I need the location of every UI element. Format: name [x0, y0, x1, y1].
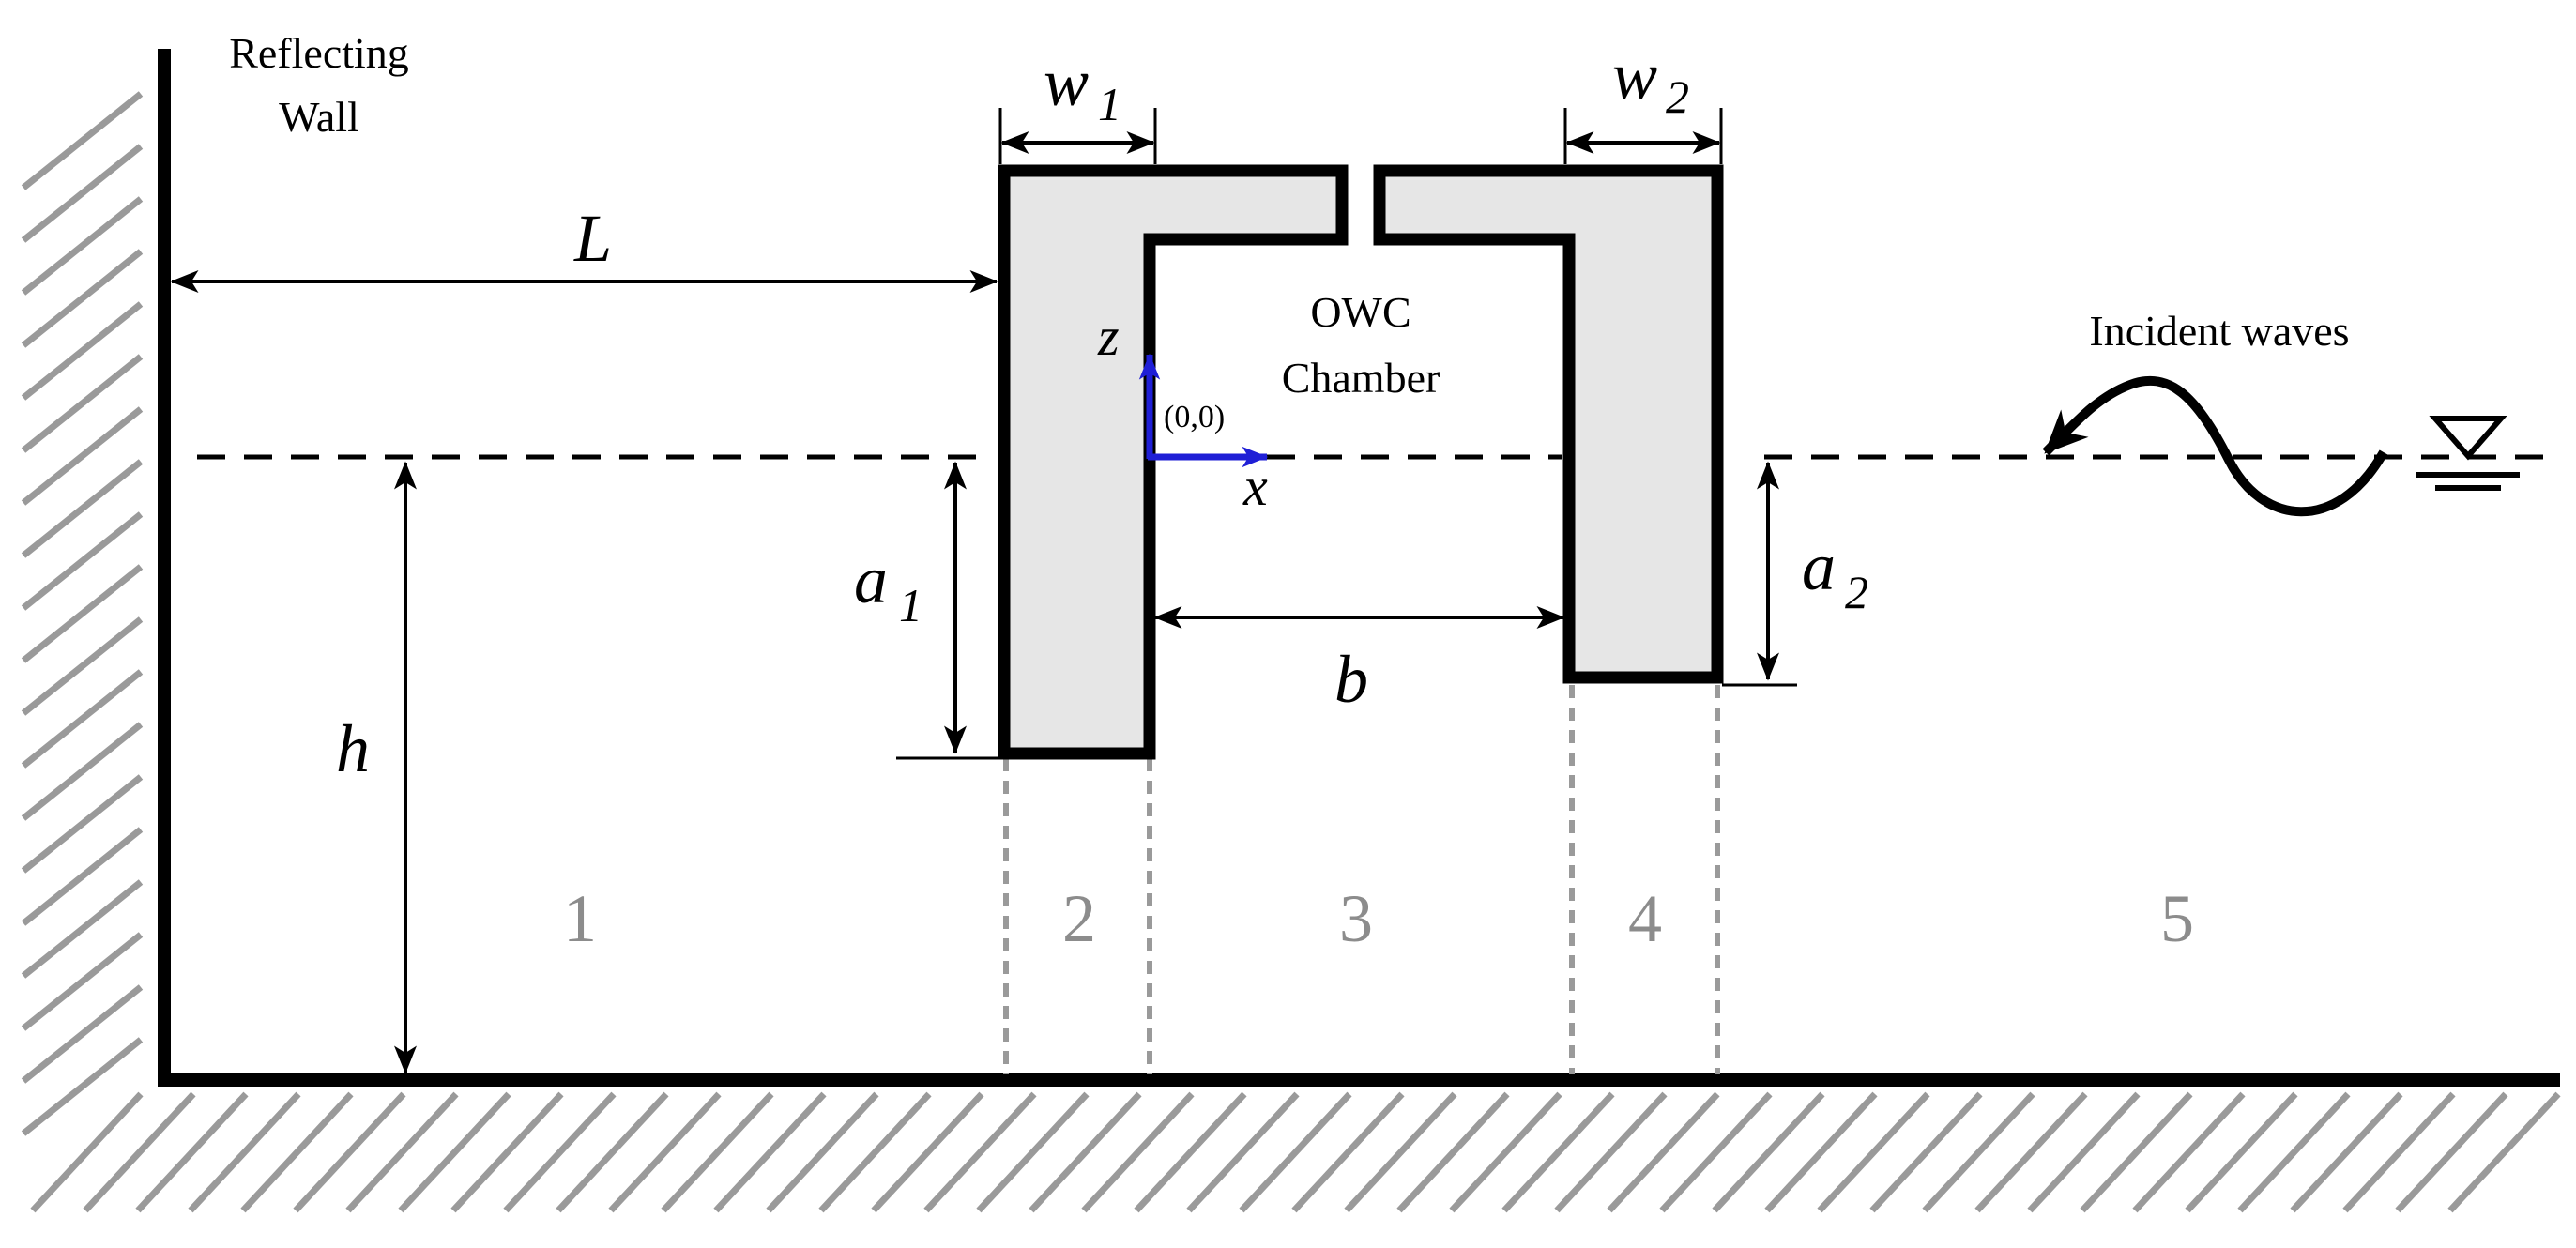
chamber-label-2: Chamber	[1282, 354, 1440, 402]
hatch-line	[1029, 1091, 1142, 1213]
region-5-label: 5	[2160, 881, 2194, 956]
hatch-line	[21, 301, 144, 401]
incident-waves-label: Incident waves	[2089, 307, 2349, 355]
hatch-line	[1134, 1091, 1247, 1213]
hatch-line	[21, 564, 144, 663]
hatch-line	[1712, 1091, 1825, 1213]
hatch-line	[21, 774, 144, 874]
hatch-line	[21, 196, 144, 296]
hatch-line	[21, 354, 144, 453]
reflecting-wall-label-2: Wall	[279, 93, 359, 141]
hatch-line	[1344, 1091, 1457, 1213]
hatch-line	[1081, 1091, 1195, 1213]
hatch-line	[661, 1091, 774, 1213]
hatch-line	[135, 1091, 249, 1213]
hatch-line	[21, 91, 144, 190]
hatch-line	[21, 406, 144, 506]
hatch-line	[1449, 1091, 1562, 1213]
region-3-label: 3	[1339, 881, 1373, 956]
hatch-line	[1974, 1091, 2088, 1213]
hatch-line	[923, 1091, 1037, 1213]
hatch-line	[21, 616, 144, 716]
hatch-line	[21, 932, 144, 1031]
hatch-line	[2290, 1091, 2403, 1213]
hatch-line	[2132, 1091, 2246, 1213]
hatch-line	[1817, 1091, 1930, 1213]
incident-wave-curve	[2042, 375, 2388, 517]
hatch-line	[240, 1091, 354, 1213]
hatch-line	[1186, 1091, 1300, 1213]
hatch-line	[976, 1091, 1090, 1213]
w2-subscript: 2	[1666, 70, 1689, 123]
h-label: h	[336, 711, 370, 786]
a2-label: a	[1802, 529, 1836, 604]
hatch-line	[1869, 1091, 1983, 1213]
w2-label: w	[1612, 38, 1657, 114]
hatch-line	[503, 1091, 617, 1213]
hatch-line	[2447, 1091, 2561, 1213]
hatch-line	[21, 1037, 144, 1136]
hatch-line	[21, 669, 144, 769]
hatch-line	[21, 459, 144, 558]
hatch-line	[188, 1091, 301, 1213]
hatch-line	[1764, 1091, 1878, 1213]
hatch-line	[21, 827, 144, 926]
x-axis-label: x	[1242, 456, 1268, 517]
hatch-line	[21, 144, 144, 243]
hatch-line	[2080, 1091, 2193, 1213]
hatch-line	[83, 1091, 196, 1213]
hatch-line	[21, 984, 144, 1084]
a2-subscript: 2	[1845, 566, 1868, 618]
region-2-label: 2	[1062, 881, 1096, 956]
hatch-line	[2395, 1091, 2508, 1213]
hatch-line	[1554, 1091, 1668, 1213]
hatch-line	[2027, 1091, 2141, 1213]
hatch-line	[21, 879, 144, 979]
w1-label: w	[1044, 45, 1089, 120]
hatch-line	[1922, 1091, 2035, 1213]
origin-label: (0,0)	[1164, 400, 1225, 434]
region-4-label: 4	[1628, 881, 1662, 956]
hatch-line	[1501, 1091, 1615, 1213]
reflecting-wall-label-1: Reflecting	[229, 29, 409, 77]
hatch-line	[1607, 1091, 1720, 1213]
hatch-line	[608, 1091, 722, 1213]
hatch-line	[21, 511, 144, 611]
hatch-line	[1396, 1091, 1510, 1213]
water-level-symbol	[2416, 416, 2520, 491]
hatch-line	[21, 722, 144, 821]
hatching	[21, 91, 2561, 1213]
a1-subscript: 1	[899, 579, 922, 632]
hatch-line	[1659, 1091, 1773, 1213]
chamber-label-1: OWC	[1310, 288, 1410, 336]
hatch-line	[2185, 1091, 2298, 1213]
right-structure	[1373, 164, 1724, 684]
w1-subscript: 1	[1098, 78, 1121, 130]
hatch-line	[1239, 1091, 1352, 1213]
left-structure	[998, 164, 1349, 760]
hatch-line	[21, 249, 144, 348]
hatch-line	[1291, 1091, 1405, 1213]
hatch-line	[450, 1091, 564, 1213]
z-axis-label: z	[1097, 306, 1120, 367]
hatch-line	[30, 1091, 144, 1213]
hatch-line	[398, 1091, 511, 1213]
b-label: b	[1334, 642, 1368, 717]
hatch-line	[818, 1091, 932, 1213]
hatch-line	[2237, 1091, 2351, 1213]
hatch-line	[871, 1091, 984, 1213]
hatch-line	[766, 1091, 879, 1213]
L-label: L	[573, 201, 612, 276]
region-1-label: 1	[563, 881, 597, 956]
a1-label: a	[854, 542, 888, 617]
hatch-line	[2342, 1091, 2456, 1213]
region-boundaries	[1003, 685, 1720, 1074]
hatch-line	[293, 1091, 406, 1213]
hatch-line	[713, 1091, 827, 1213]
hatch-line	[556, 1091, 669, 1213]
hatch-line	[345, 1091, 459, 1213]
